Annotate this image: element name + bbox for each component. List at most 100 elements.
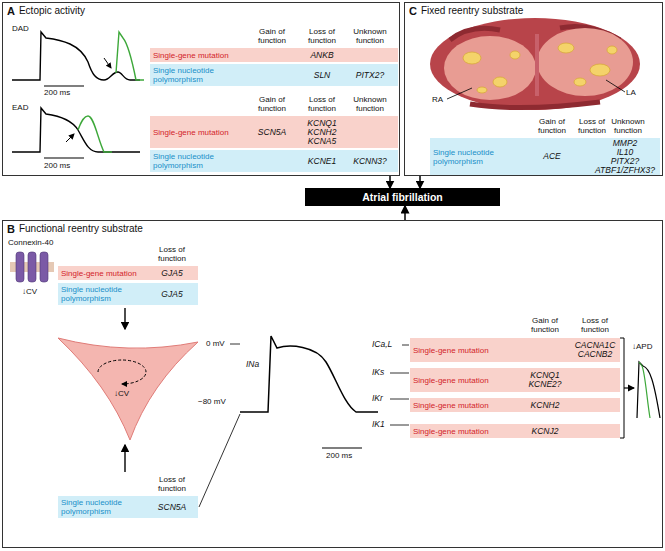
- effect-label: ↓CV: [22, 287, 37, 296]
- connector-arrow: [389, 176, 391, 188]
- variant-band: Single-gene mutation CACNA1C CACNB2: [410, 338, 620, 362]
- axis-tick: [230, 344, 240, 345]
- column-header: Unknown function: [348, 95, 392, 113]
- action-potential-trace: [12, 32, 140, 80]
- gene-name: SLN: [302, 71, 342, 80]
- variant-band: Single nucleotide polymorphismACE MMP2 IL…: [430, 138, 660, 175]
- gene-name: KCNJ2: [521, 427, 569, 436]
- gene-name: KCNQ1 KCNE2?: [521, 371, 569, 389]
- left-atrium: [537, 28, 633, 96]
- row-label: Single nucleotide polymorphism: [153, 66, 249, 84]
- connector-arrow: [404, 206, 406, 220]
- triggered-beat-trace: [116, 32, 144, 80]
- fibrosis-patch: [590, 64, 610, 76]
- column-header: Loss of function: [300, 27, 344, 45]
- outcome-box: Atrial fibrillation: [305, 188, 500, 206]
- chamber-label: RA: [432, 95, 443, 104]
- chamber-label: LA: [626, 88, 636, 97]
- connexin-subunit: [28, 252, 36, 282]
- connexin-subunit: [16, 252, 24, 282]
- axis-label: −80 mV: [198, 397, 226, 406]
- triggered-beat-trace: [78, 116, 112, 152]
- gene-name: MMP2 IL10 PITX2? ATBF1/ZFHX3?: [590, 139, 660, 175]
- leader-line: [390, 399, 409, 400]
- column-header: Gain of function: [250, 95, 294, 113]
- row-label: Single nucleotide polymorphism: [433, 148, 533, 166]
- leader-lines: [390, 345, 409, 425]
- row-label: Single-gene mutation: [413, 427, 505, 436]
- current-label: IKs: [372, 368, 384, 377]
- variant-band: Single-gene mutation KCNH2: [410, 398, 620, 412]
- gene-name: ACE: [534, 152, 570, 161]
- leader-line: [402, 345, 409, 346]
- variant-band: Single-gene mutation KCNQ1 KCNE2?: [410, 368, 620, 392]
- gene-name: SCN5A: [152, 503, 192, 512]
- flow-arrow: [124, 445, 125, 472]
- row-label: Single-gene mutation: [413, 401, 505, 410]
- column-header: Unknown function: [348, 27, 392, 45]
- gene-name: KCNH2: [521, 401, 569, 410]
- action-potential-trace: [240, 336, 378, 412]
- variant-band: Single nucleotide polymorphismGJA5: [58, 283, 198, 305]
- gene-name: SCN5A: [252, 128, 292, 137]
- column-header: Loss of function: [300, 95, 344, 113]
- scale-label: 200 ms: [326, 451, 352, 460]
- current-label: IK1: [372, 420, 385, 429]
- panel-letter: A: [7, 5, 15, 17]
- panel-letter: B: [7, 223, 15, 235]
- pointer-arrow: [104, 58, 111, 68]
- gene-name: GJA5: [152, 290, 192, 299]
- row-label: Single-gene mutation: [413, 376, 505, 385]
- column-header: Loss of function: [573, 316, 617, 334]
- connexin-channel: [16, 252, 48, 282]
- fibrosis-patch: [510, 51, 520, 59]
- gene-name: KCNE1: [302, 157, 342, 166]
- variant-band: Single-gene mutation KCNJ2: [410, 424, 620, 438]
- current-label: INa: [246, 360, 259, 369]
- right-atrium: [444, 36, 536, 100]
- axis-label: 0 mV: [206, 339, 225, 348]
- gene-name: KCNQ1 KCNH2 KCNA5: [302, 119, 342, 146]
- reentry-tissue: [58, 338, 198, 440]
- flow-arrow: [124, 308, 125, 329]
- fibrosis-patch: [477, 87, 487, 93]
- gene-name: GJA5: [152, 269, 192, 278]
- variant-band: Single-gene mutationANKB: [150, 48, 398, 62]
- row-label: Single nucleotide polymorphism: [153, 152, 249, 170]
- scale-label: 200 ms: [44, 161, 70, 170]
- action-potential-trace: [637, 362, 660, 418]
- column-header: Gain of function: [530, 117, 574, 135]
- protein-label: Connexin-40: [8, 238, 53, 247]
- row-label: Single-gene mutation: [153, 51, 249, 60]
- leader-line: [199, 414, 240, 507]
- row-label: Single-gene mutation: [153, 128, 249, 137]
- gene-name: CACNA1C CACNB2: [571, 341, 619, 359]
- trace-label: EAD: [12, 103, 28, 112]
- effect-label: ↓CV: [114, 389, 129, 398]
- leader-line: [390, 425, 409, 426]
- fibrosis-patches: [463, 43, 617, 93]
- row-label: Single nucleotide polymorphism: [61, 498, 149, 516]
- scale-bar: [44, 157, 84, 158]
- shortened-action-potential: [639, 362, 650, 418]
- panel-title: Ectopic activity: [19, 5, 85, 17]
- row-label: Single-gene mutation: [413, 346, 505, 355]
- variant-band: Single nucleotide polymorphismSLNPITX2?: [150, 64, 398, 86]
- scale-bar: [44, 85, 84, 86]
- connector-arrow: [419, 176, 421, 188]
- leader-line: [606, 80, 625, 92]
- gene-name: KCNN3?: [348, 157, 392, 166]
- action-potential-trace: [12, 108, 140, 152]
- column-header: Gain of function: [250, 27, 294, 45]
- scale-label: 200 ms: [44, 88, 70, 97]
- bracket: [620, 338, 624, 438]
- current-label: IKr: [372, 394, 383, 403]
- row-label: Single-gene mutation: [61, 269, 149, 278]
- panel-letter: C: [409, 5, 417, 17]
- fibrosis-patch: [493, 77, 507, 87]
- pointer-arrow: [66, 134, 74, 142]
- fibrosis-patch: [607, 46, 617, 54]
- column-header: Gain of function: [523, 316, 567, 334]
- fibrosis-patch: [558, 43, 574, 53]
- flow-arrow: [624, 387, 634, 388]
